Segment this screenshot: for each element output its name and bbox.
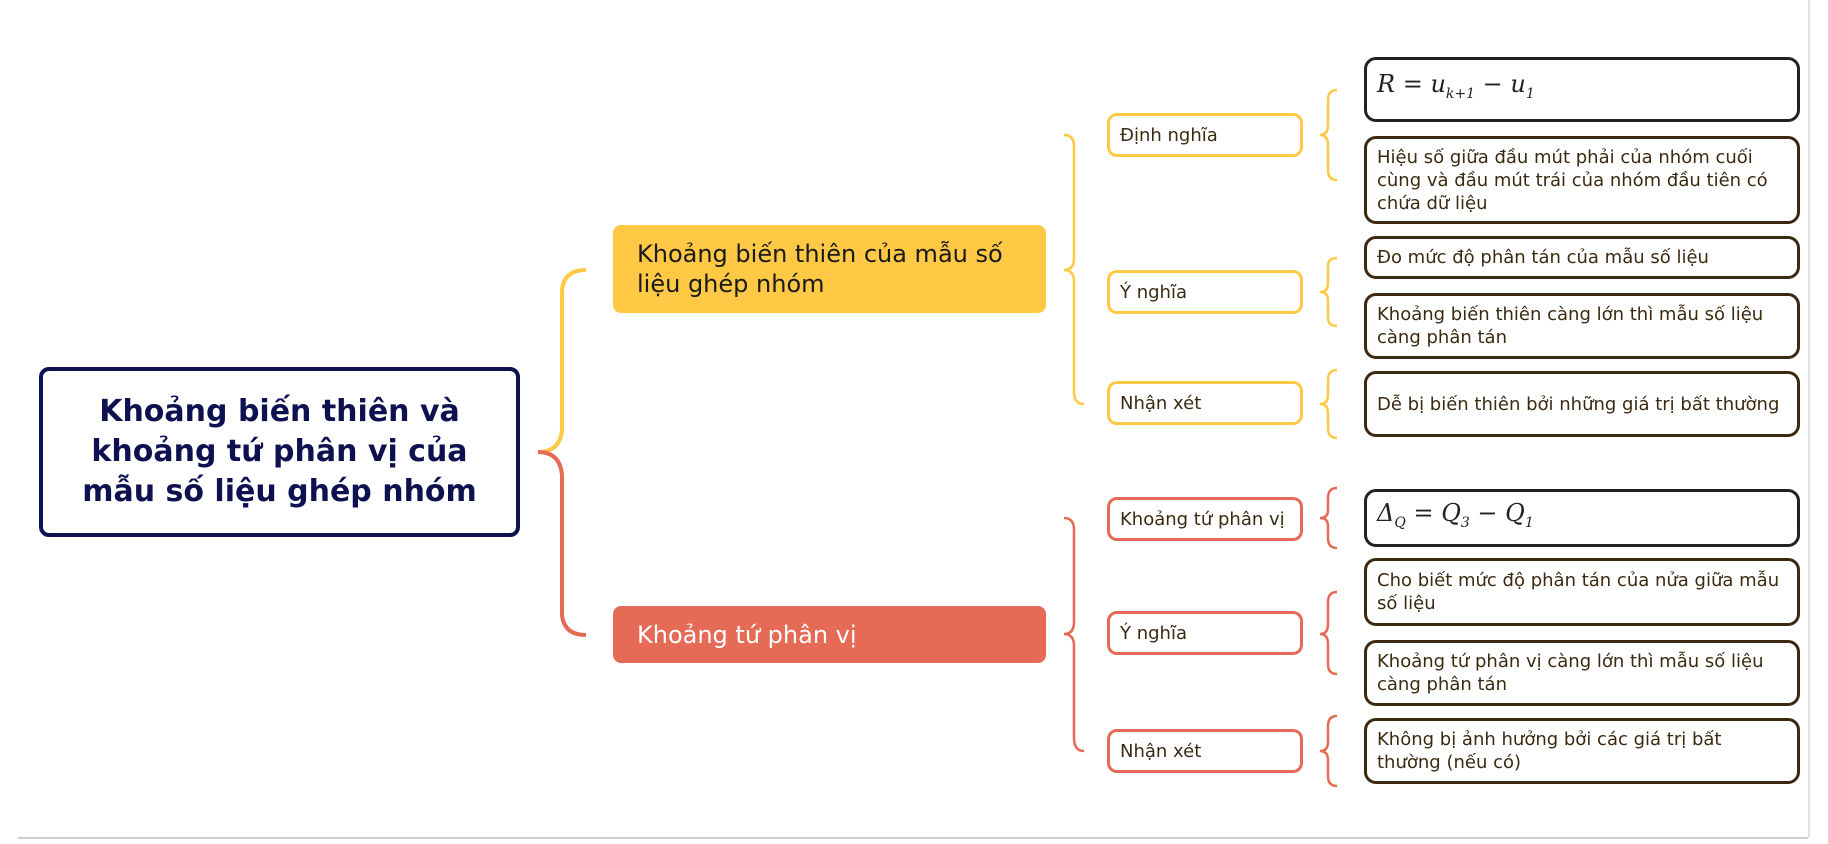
leaf-text: Dễ bị biến thiên bởi những giá trị bất t… xyxy=(1377,393,1780,415)
leaf-meaning-1[interactable]: Cho biết mức độ phân tán của nửa giữa mẫ… xyxy=(1364,558,1800,626)
connector-root-branch2 xyxy=(537,450,587,637)
connector-root-branch1 xyxy=(537,268,587,454)
leaf-text: Khoảng biến thiên càng lớn thì mẫu số li… xyxy=(1377,304,1764,348)
subtopic-label: Nhận xét xyxy=(1120,740,1202,762)
brace-y-nghia-1 xyxy=(1319,256,1338,328)
leaf-meaning-2[interactable]: Khoảng tứ phân vị càng lớn thì mẫu số li… xyxy=(1364,640,1800,706)
connector-branch1-children xyxy=(1063,133,1085,406)
branch-khoang-tu-phan-vi[interactable]: Khoảng tứ phân vị xyxy=(613,606,1046,663)
brace-nhan-xet-2 xyxy=(1319,714,1338,788)
brace-nhan-xet-1 xyxy=(1319,368,1338,440)
connector-branch2-children xyxy=(1063,516,1085,753)
leaf-text: Không bị ảnh hưởng bởi các giá trị bất t… xyxy=(1377,729,1722,773)
branch-label: Khoảng tứ phân vị xyxy=(637,620,857,649)
branch-khoang-bien-thien[interactable]: Khoảng biến thiên của mẫu số liệu ghép n… xyxy=(613,225,1046,313)
leaf-remark[interactable]: Dễ bị biến thiên bởi những giá trị bất t… xyxy=(1364,371,1800,437)
subtopic-label: Ý nghĩa xyxy=(1120,622,1187,644)
root-topic[interactable]: Khoảng biến thiên và khoảng tứ phân vị c… xyxy=(39,367,520,537)
subtopic-nhan-xet[interactable]: Nhận xét xyxy=(1107,381,1303,425)
subtopic-y-nghia[interactable]: Ý nghĩa xyxy=(1107,611,1303,655)
subtopic-khoang-tu-phan-vi[interactable]: Khoảng tứ phân vị xyxy=(1107,497,1303,541)
leaf-formula-range[interactable]: R = uk+1 − u1 xyxy=(1364,57,1800,122)
formula-text: R = uk+1 − u1 xyxy=(1377,70,1535,102)
canvas-bottom-border xyxy=(18,837,1808,839)
brace-y-nghia-2 xyxy=(1319,590,1338,676)
brace-dinh-nghia xyxy=(1319,88,1338,182)
root-topic-label: Khoảng biến thiên và khoảng tứ phân vị c… xyxy=(82,394,477,509)
branch-label: Khoảng biến thiên của mẫu số liệu ghép n… xyxy=(637,240,1003,298)
leaf-remark[interactable]: Không bị ảnh hưởng bởi các giá trị bất t… xyxy=(1364,718,1800,784)
subtopic-label: Khoảng tứ phân vị xyxy=(1120,508,1285,530)
subtopic-nhan-xet[interactable]: Nhận xét xyxy=(1107,729,1303,773)
leaf-text: Cho biết mức độ phân tán của nửa giữa mẫ… xyxy=(1377,570,1780,614)
subtopic-label: Ý nghĩa xyxy=(1120,281,1187,303)
brace-khoang-tu-phan-vi xyxy=(1319,486,1338,550)
leaf-meaning-2[interactable]: Khoảng biến thiên càng lớn thì mẫu số li… xyxy=(1364,293,1800,359)
subtopic-dinh-nghia[interactable]: Định nghĩa xyxy=(1107,113,1303,157)
leaf-formula-iqr[interactable]: ΔQ = Q3 − Q1 xyxy=(1364,489,1800,547)
leaf-meaning-1[interactable]: Đo mức độ phân tán của mẫu số liệu xyxy=(1364,236,1800,279)
formula-text: ΔQ = Q3 − Q1 xyxy=(1377,498,1534,531)
subtopic-label: Định nghĩa xyxy=(1120,124,1218,146)
leaf-text: Hiệu số giữa đầu mút phải của nhóm cuối … xyxy=(1377,146,1768,214)
subtopic-label: Nhận xét xyxy=(1120,392,1202,414)
subtopic-y-nghia[interactable]: Ý nghĩa xyxy=(1107,270,1303,314)
leaf-text: Đo mức độ phân tán của mẫu số liệu xyxy=(1377,247,1709,268)
leaf-definition[interactable]: Hiệu số giữa đầu mút phải của nhóm cuối … xyxy=(1364,136,1800,224)
canvas-right-border xyxy=(1808,0,1810,838)
leaf-text: Khoảng tứ phân vị càng lớn thì mẫu số li… xyxy=(1377,651,1764,695)
